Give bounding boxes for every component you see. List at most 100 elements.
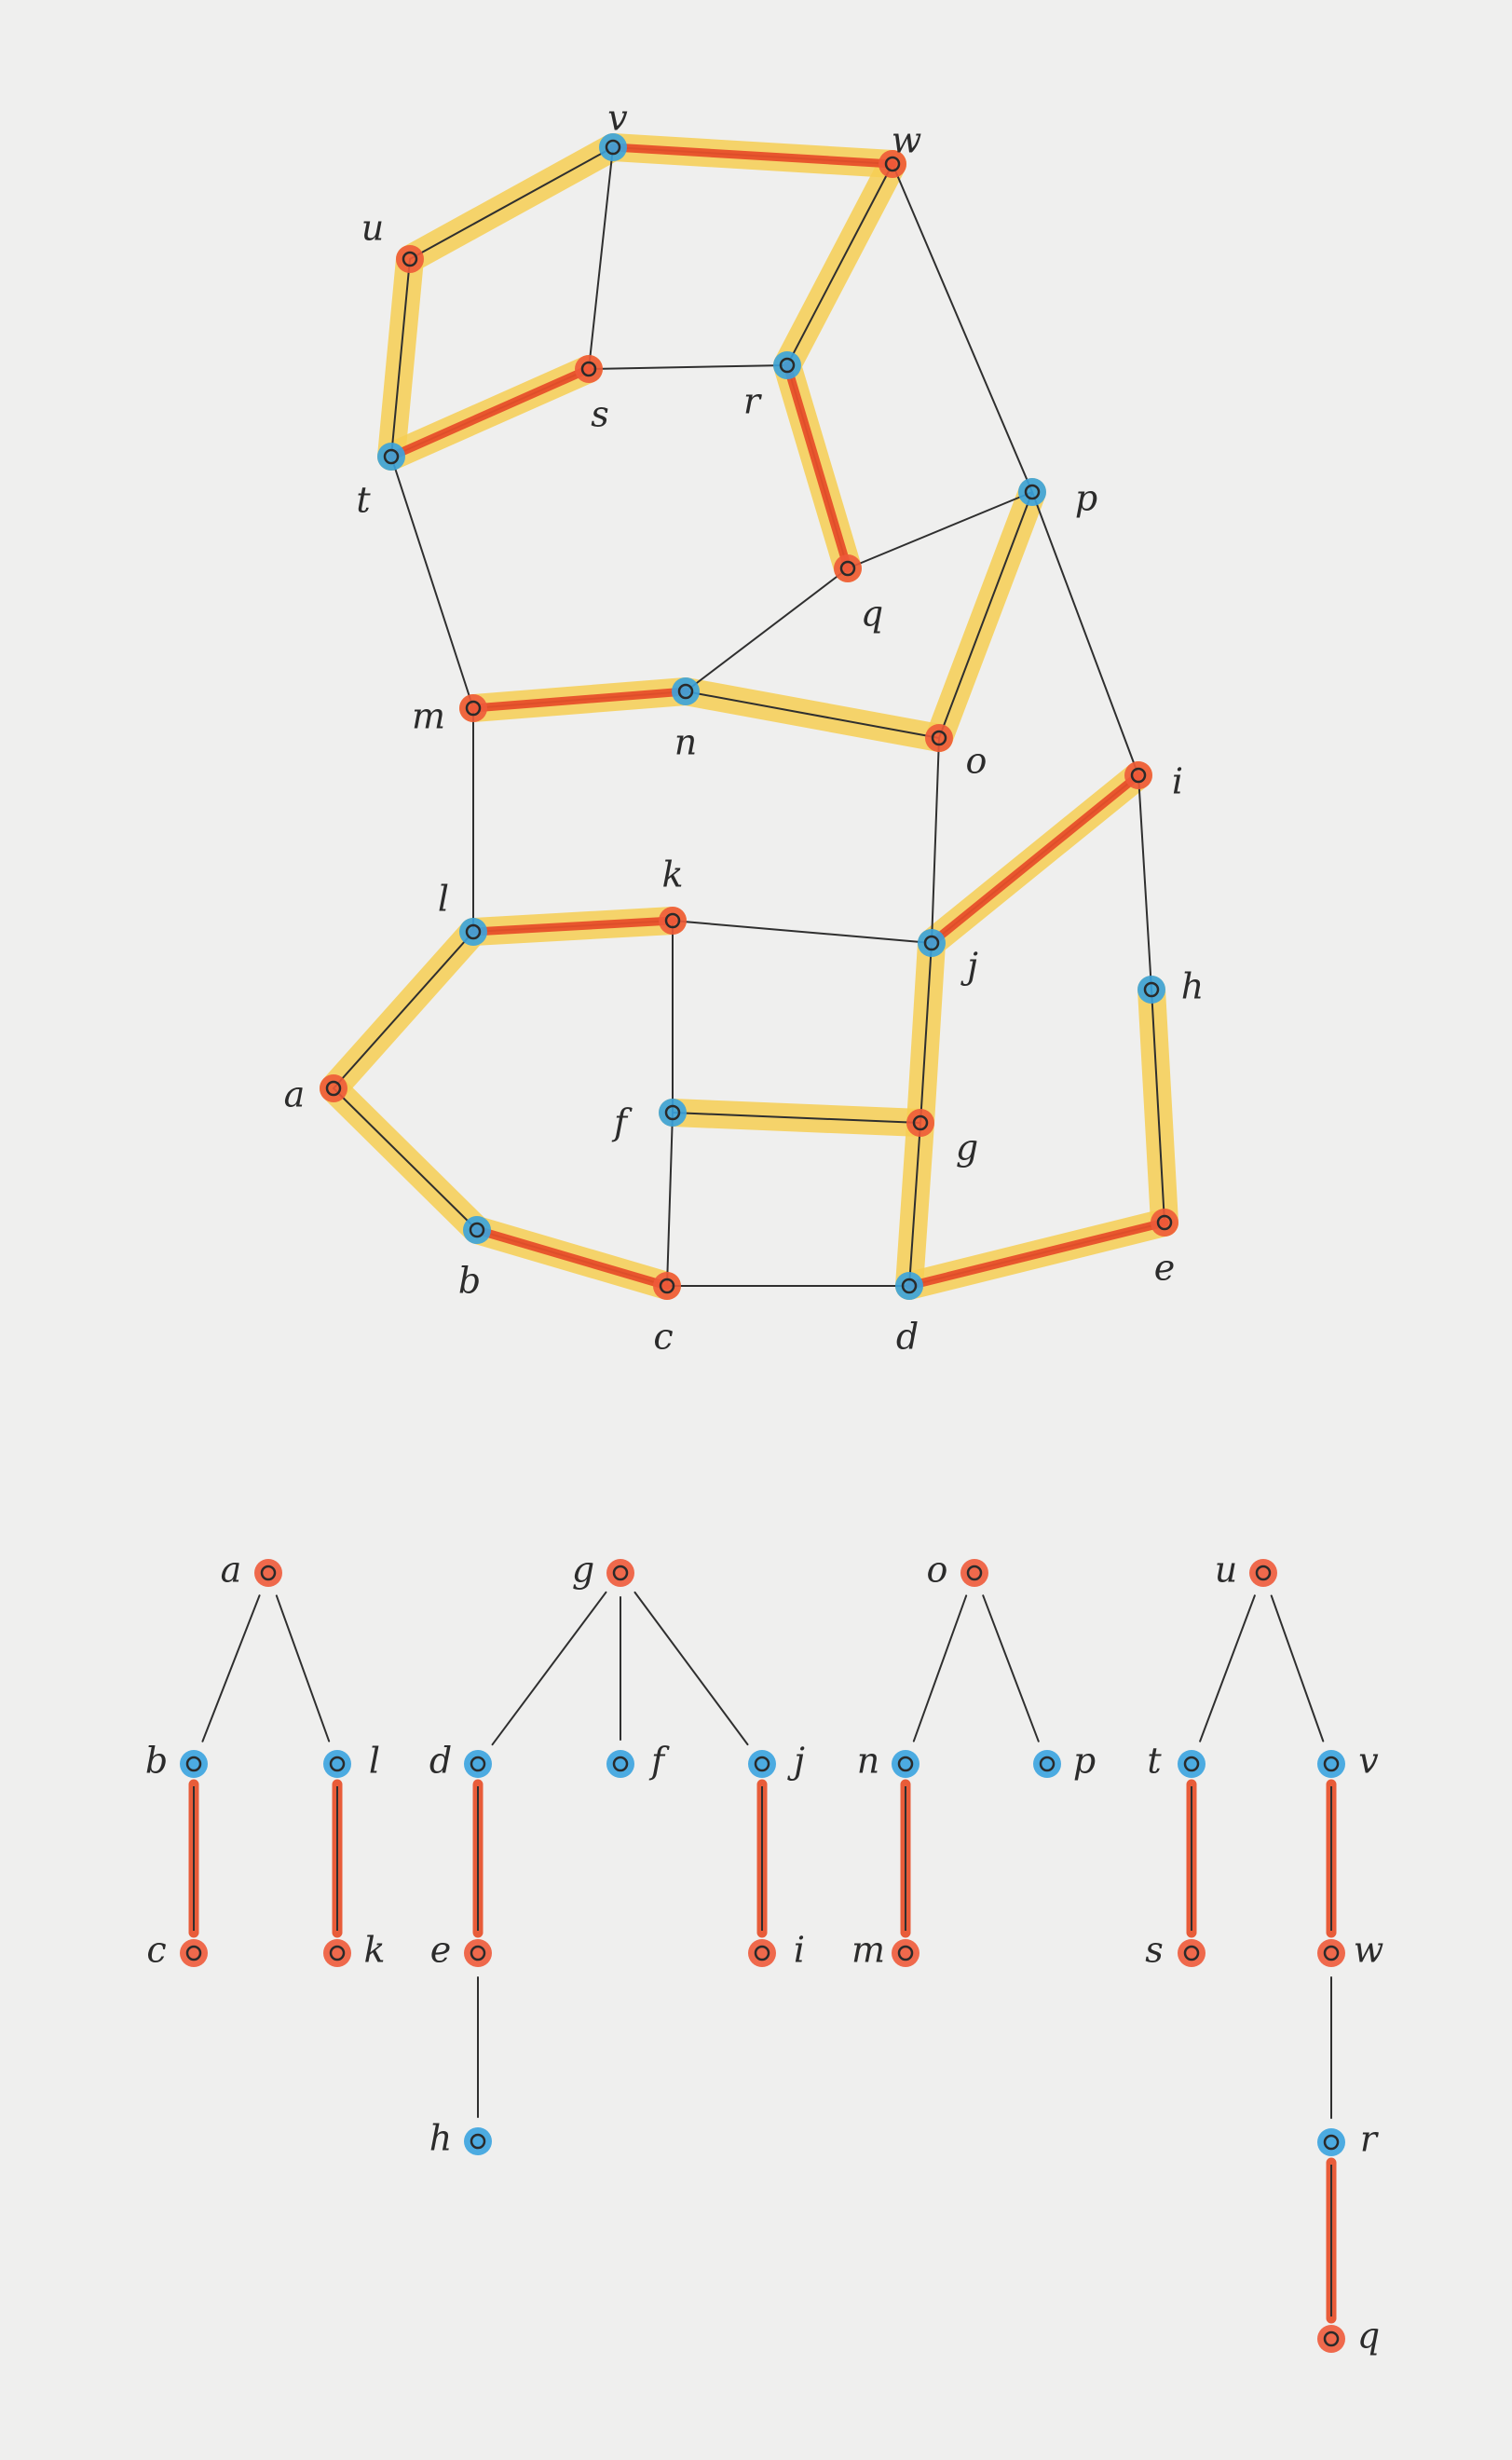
edge-j-g (919, 942, 933, 1124)
edge-n-o (685, 690, 940, 739)
matching-layer (387, 143, 1169, 1291)
tree-edge-g-d (491, 1591, 607, 1746)
tree-node-label-n: n (857, 1741, 879, 1782)
tree-node-h (464, 2127, 492, 2155)
tree-node-label-t: t (1147, 1741, 1162, 1782)
node-b (463, 1216, 491, 1244)
edge-p-i (1031, 491, 1139, 776)
node-label-f: f (611, 1102, 633, 1143)
node-e (1151, 1209, 1178, 1237)
tree-edges (188, 1594, 343, 1938)
tree-edge-o-n (912, 1594, 968, 1742)
edge-l-a (333, 931, 474, 1089)
tree-node-i (748, 1939, 776, 1967)
node-label-i: i (1172, 761, 1183, 802)
node-label-p: p (1075, 478, 1097, 519)
tree-node-label-p: p (1073, 1741, 1096, 1782)
tree-node-label-d: d (429, 1741, 452, 1782)
tree-node-v (1317, 1750, 1345, 1778)
tree-node-label-b: b (145, 1741, 168, 1782)
node-label-h: h (1181, 966, 1204, 1007)
tree-node-label-q: q (1357, 2316, 1380, 2357)
node-d (895, 1272, 923, 1300)
tree-node-r (1317, 2128, 1345, 2156)
node-label-r: r (743, 381, 763, 422)
node-m (459, 694, 487, 722)
tree-node-label-c: c (146, 1930, 166, 1971)
tree-node-j (748, 1750, 776, 1778)
matched-b-c (472, 1225, 672, 1291)
tree-node-b (180, 1750, 208, 1778)
tree-node-c (180, 1939, 208, 1967)
tree-node-label-k: k (363, 1930, 385, 1971)
node-label-q: q (861, 594, 883, 635)
matched-i-j (927, 771, 1143, 948)
node-q (834, 554, 862, 582)
tree-node-label-s: s (1145, 1930, 1164, 1971)
tree-node-label-w: w (1354, 1930, 1384, 1971)
matched-m-n (469, 687, 690, 713)
node-label-m: m (412, 696, 445, 737)
tree-node-l (323, 1750, 351, 1778)
node-o (925, 724, 953, 752)
tree-edge-u-t (1199, 1594, 1256, 1742)
node-w (879, 150, 906, 178)
node-label-k: k (661, 854, 683, 895)
edge-i-h (1137, 774, 1152, 991)
node-label-e: e (1154, 1248, 1176, 1289)
edge-p-o (938, 491, 1033, 739)
tree-node-label-r: r (1360, 2119, 1380, 2160)
edge-t-m (390, 456, 474, 709)
node-t (377, 443, 405, 471)
node-label-j: j (960, 946, 978, 987)
edge-u-v (409, 146, 614, 260)
node-r (773, 351, 801, 379)
edge-g-d (908, 1122, 921, 1287)
node-a (320, 1074, 347, 1102)
matched-v-w (608, 143, 897, 169)
tree-edges (1186, 1594, 1337, 2324)
edge-v-s (588, 146, 614, 370)
node-label-d: d (896, 1317, 919, 1358)
node-l (459, 918, 487, 946)
tree-node-label-h: h (429, 2118, 452, 2159)
tree-edge-u-v (1270, 1594, 1325, 1742)
tree-node-t (1178, 1750, 1206, 1778)
tree-edges (900, 1594, 1040, 1938)
edge-f-g (672, 1112, 921, 1124)
tree-edge-o-p (982, 1594, 1040, 1742)
tree-edges (472, 1591, 768, 2118)
edge-u-t (390, 258, 411, 458)
node-s (575, 355, 603, 383)
tree-node-label-m: m (851, 1930, 885, 1971)
edge-q-n (685, 567, 849, 692)
edge-s-r (588, 364, 788, 370)
node-label-b: b (458, 1261, 481, 1302)
tree-node-label-g: g (572, 1550, 594, 1591)
tree-node-k (323, 1939, 351, 1967)
node-label-w: w (892, 120, 922, 161)
matched-l-k (469, 916, 677, 936)
node-label-g: g (956, 1128, 978, 1168)
tree-node-a (254, 1559, 282, 1587)
tree-node-o (960, 1559, 988, 1587)
node-c (653, 1272, 681, 1300)
node-label-c: c (653, 1317, 673, 1358)
edge-o-j (931, 737, 940, 944)
tree-node-e (464, 1939, 492, 1967)
node-k (659, 907, 687, 935)
tree-edge-a-l (275, 1594, 331, 1742)
edge-k-j (672, 920, 933, 944)
tree-node-label-f: f (648, 1741, 670, 1782)
node-f (659, 1099, 687, 1127)
node-label-u: u (361, 208, 384, 249)
tree-node-m (892, 1939, 919, 1967)
node-j (918, 929, 946, 957)
edge-w-p (892, 163, 1033, 493)
tree-node-f (606, 1750, 634, 1778)
